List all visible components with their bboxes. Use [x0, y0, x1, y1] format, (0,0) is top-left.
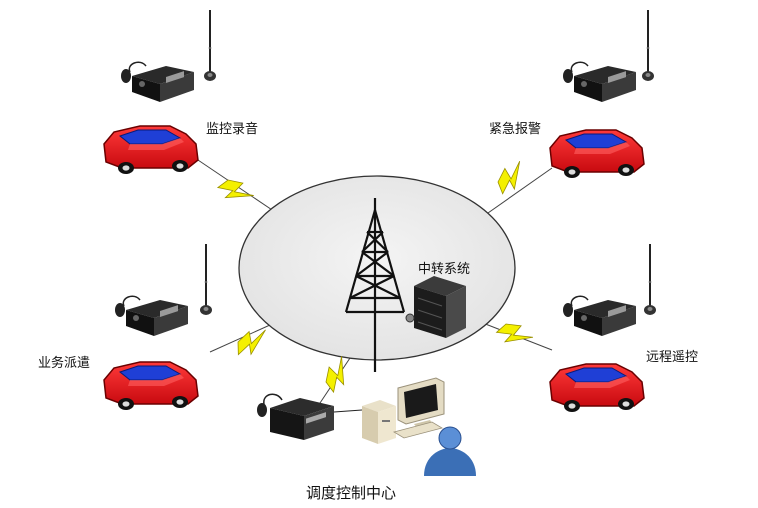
- lightning-icon: [490, 157, 532, 198]
- antenna-icon: [643, 243, 657, 316]
- node-label-top-left: 监控录音: [206, 122, 259, 137]
- radio-tower-icon: [344, 198, 406, 372]
- node-label-top-right: 紧急报警: [489, 122, 542, 137]
- coverage-ellipse: [238, 175, 516, 361]
- node-mid-right: [549, 243, 657, 413]
- node-label-mid-left: 业务派遣: [38, 356, 91, 371]
- node-mid-left: [103, 243, 213, 411]
- lightning-icon: [494, 316, 536, 354]
- cable: [333, 409, 363, 413]
- mobile-radio-icon: [562, 61, 637, 103]
- node-label-bottom: 调度控制中心: [306, 484, 397, 502]
- center-label: 中转系统: [418, 262, 471, 277]
- lightning-icon: [231, 325, 273, 359]
- car-icon: [103, 361, 199, 411]
- lightning-icon: [318, 353, 357, 395]
- node-top-right: [549, 9, 655, 179]
- car-icon: [549, 129, 645, 179]
- car-icon: [549, 363, 645, 413]
- mobile-radio-icon: [114, 295, 189, 337]
- antenna-icon: [641, 9, 655, 82]
- repeater-server-icon: [405, 276, 466, 338]
- mobile-radio-icon: [562, 295, 637, 337]
- car-icon: [103, 125, 199, 175]
- node-label-mid-right: 远程遥控: [646, 350, 699, 365]
- user-icon: [424, 426, 476, 476]
- mobile-radio-icon: [120, 61, 195, 103]
- computer-icon: [362, 377, 445, 444]
- node-top-left: [103, 9, 217, 175]
- base-radio-icon: [257, 393, 334, 440]
- antenna-icon: [199, 243, 213, 316]
- lightning-icon: [215, 172, 257, 211]
- antenna-icon: [203, 9, 217, 82]
